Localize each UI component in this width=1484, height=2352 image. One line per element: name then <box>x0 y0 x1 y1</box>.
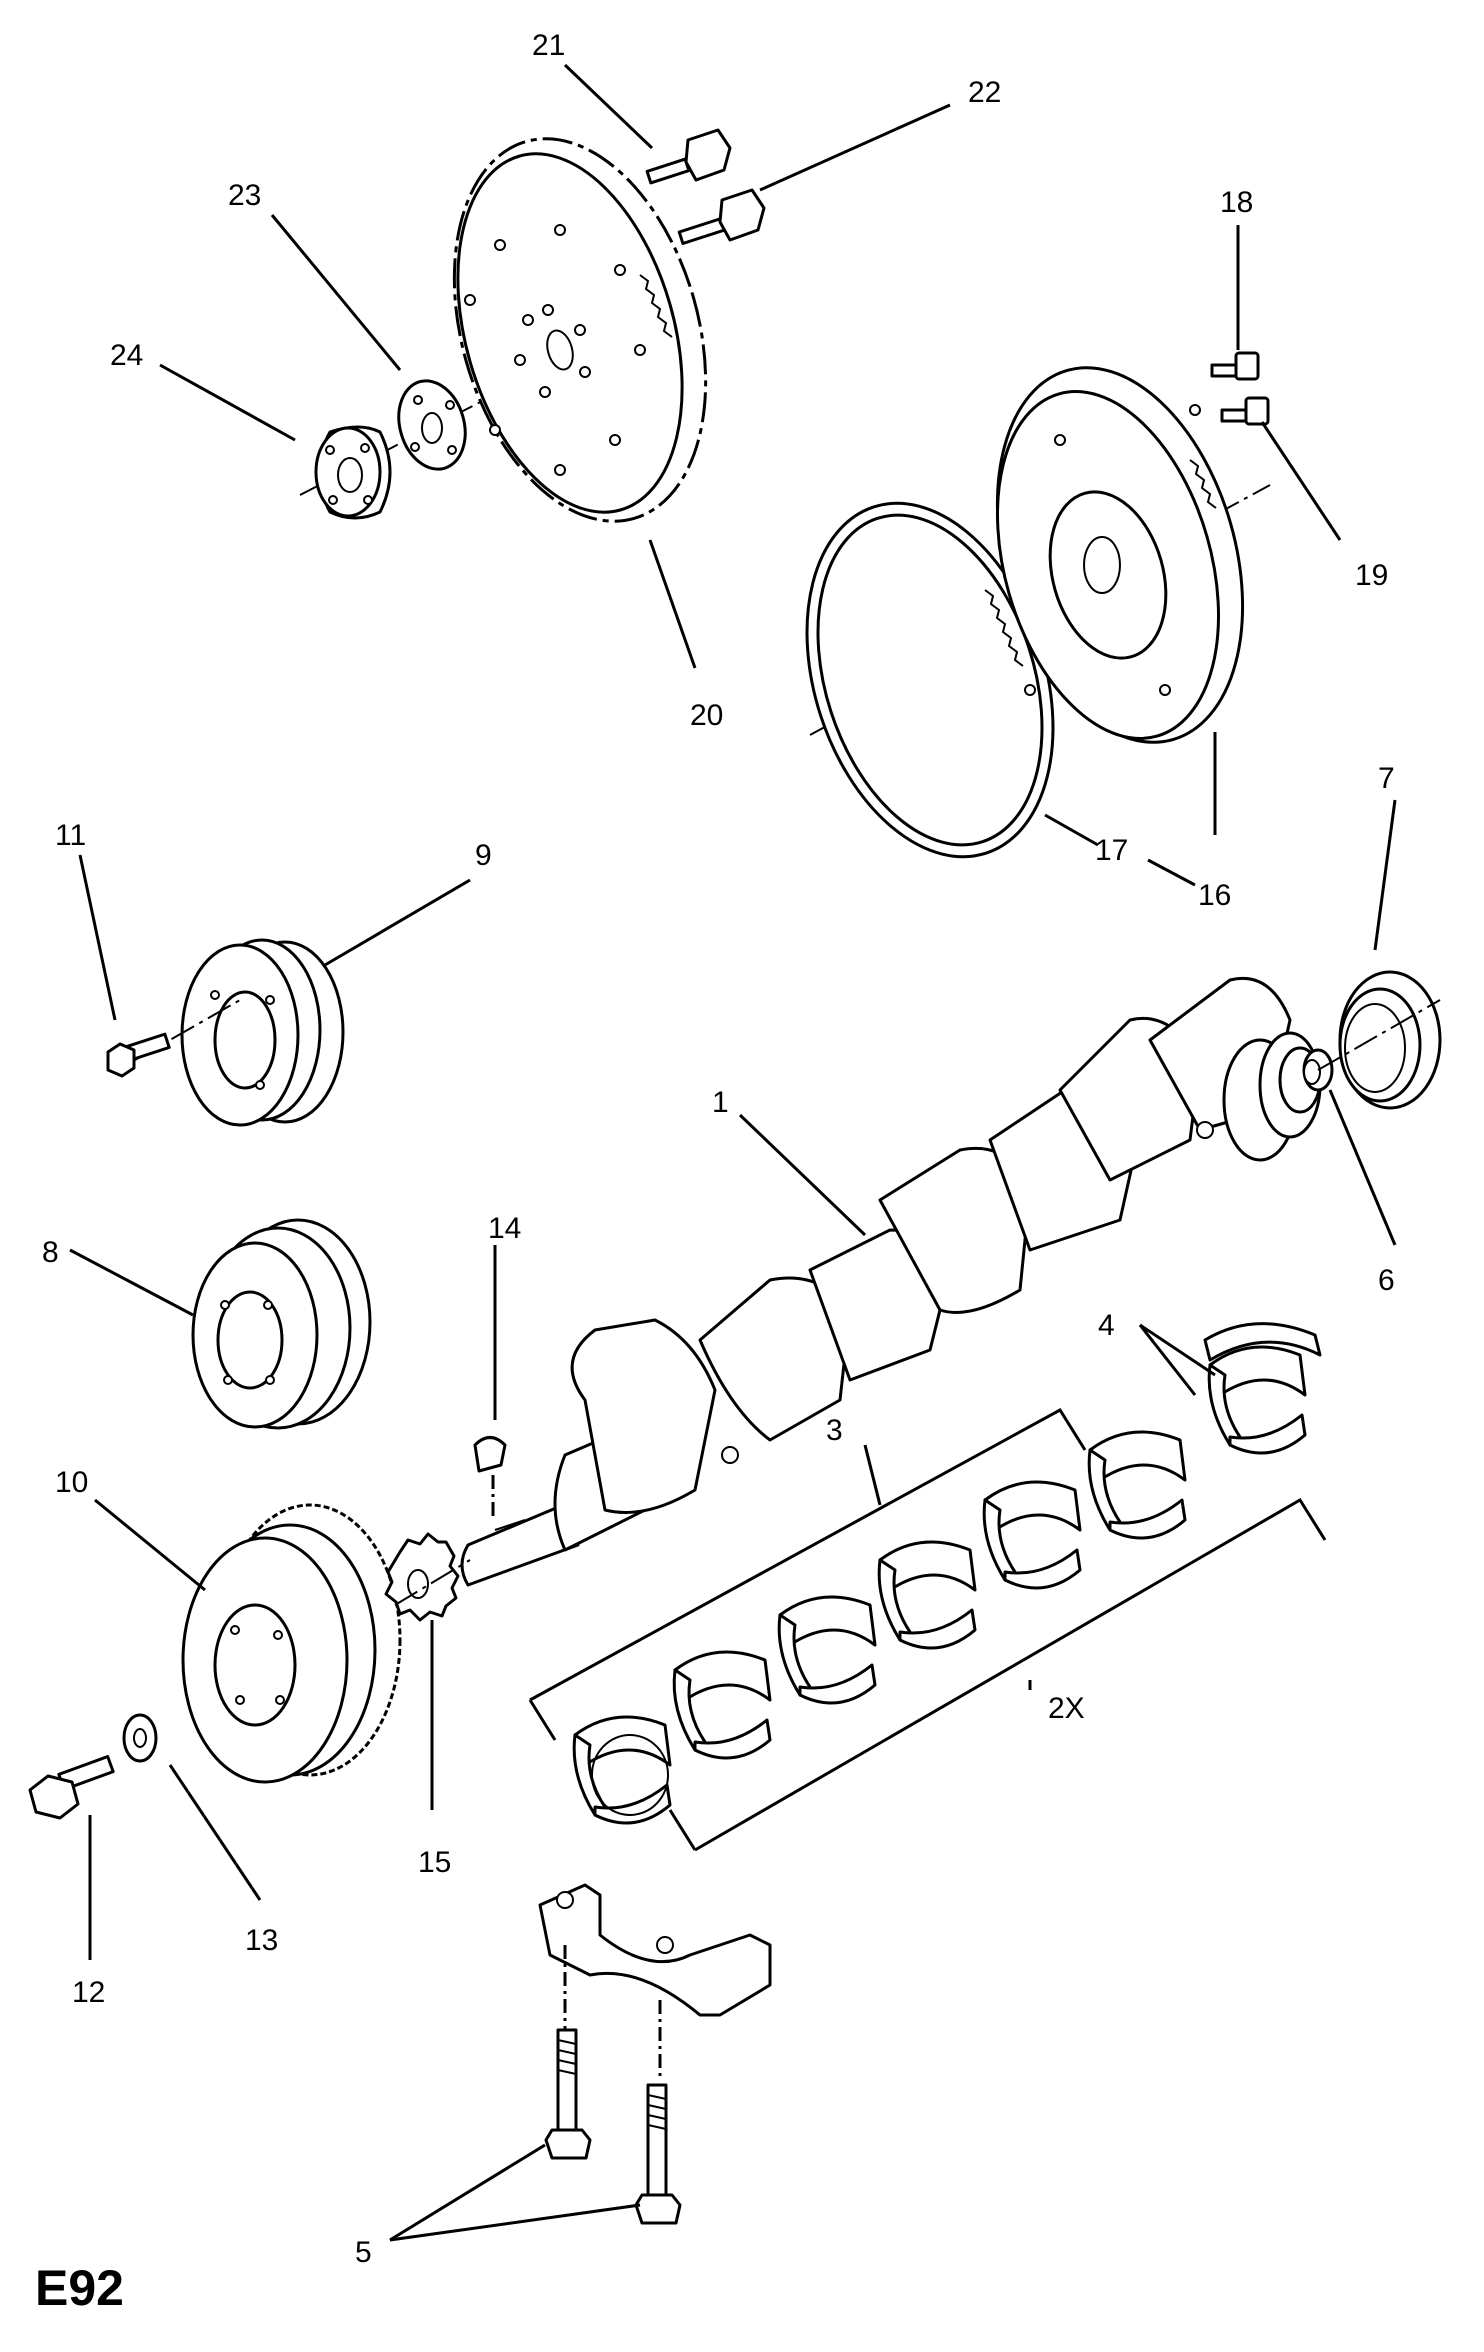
crankshaft-sprocket-15 <box>384 1532 460 1622</box>
callout-labels: 21 22 23 24 20 18 19 17 16 7 6 11 9 8 1 … <box>42 29 1395 2269</box>
callout-18: 18 <box>1220 186 1253 219</box>
callout-13: 13 <box>245 1924 278 1957</box>
flexplate-spacer <box>397 379 467 471</box>
flywheel-bolt-18 <box>1210 351 1260 381</box>
callout-9: 9 <box>475 839 492 872</box>
damper-bolt-12 <box>28 1755 115 1820</box>
callout-22: 22 <box>968 76 1001 109</box>
callout-3: 3 <box>826 1414 843 1447</box>
ring-gear <box>805 501 1055 859</box>
rear-main-seal-7 <box>1338 970 1442 1110</box>
flywheel <box>995 366 1245 744</box>
crankshaft-pulley-9 <box>180 938 345 1127</box>
flexplate-bolt-22 <box>677 188 766 246</box>
callout-2x: 2X <box>1048 1692 1085 1725</box>
callout-6: 6 <box>1378 1264 1395 1297</box>
main-bearing-cap <box>538 1883 772 2017</box>
callout-8: 8 <box>42 1236 59 1269</box>
leader-lines <box>69 63 1397 2242</box>
crankshaft <box>460 976 1322 1587</box>
flexplate-reinforcement-ring <box>314 425 392 520</box>
damper-washer-13 <box>122 1713 158 1763</box>
callout-15: 15 <box>418 1846 451 1879</box>
callout-4: 4 <box>1098 1309 1115 1342</box>
pulley-bolt-11 <box>106 1032 171 1078</box>
flexplate-bolt-21 <box>645 128 732 185</box>
callout-5: 5 <box>355 2236 372 2269</box>
crankshaft-pulley-8 <box>191 1218 372 1430</box>
callout-24: 24 <box>110 339 143 372</box>
callout-20: 20 <box>690 699 723 732</box>
diagram-code: E92 <box>35 2260 124 2316</box>
callout-21: 21 <box>532 29 565 62</box>
callout-23: 23 <box>228 179 261 212</box>
callout-1: 1 <box>712 1086 729 1119</box>
callout-11: 11 <box>55 819 86 852</box>
woodruff-key-14 <box>473 1436 507 1473</box>
callout-19: 19 <box>1355 559 1388 592</box>
callout-16: 16 <box>1198 879 1231 912</box>
callout-14: 14 <box>488 1212 521 1245</box>
vibration-damper-10 <box>181 1503 402 1784</box>
flexplate <box>452 137 708 523</box>
main-bearing-shells <box>572 1322 1322 1825</box>
callout-10: 10 <box>55 1466 88 1499</box>
callout-12: 12 <box>72 1976 105 2009</box>
flywheel-bolt-19 <box>1220 396 1270 426</box>
callout-7: 7 <box>1378 762 1395 795</box>
callout-17: 17 <box>1095 834 1128 867</box>
